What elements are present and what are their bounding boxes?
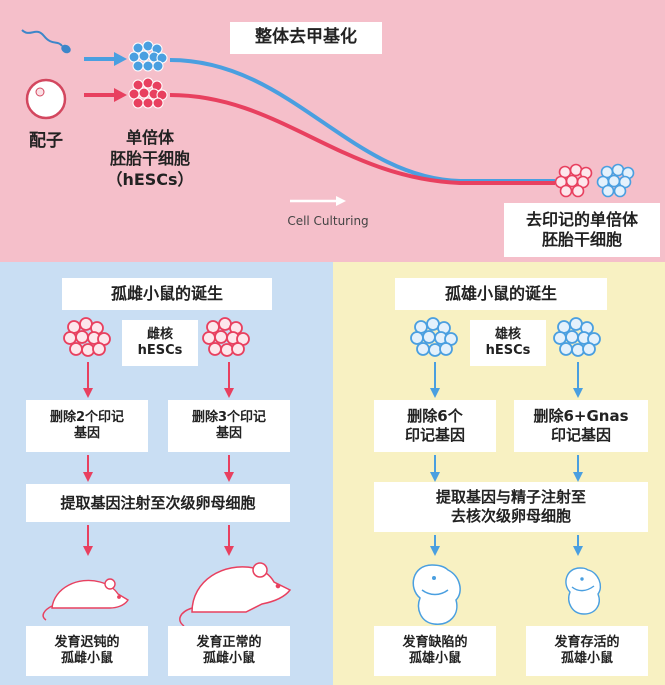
inject-oocyte-box: 提取基因注射至次级卵母细胞 (26, 484, 290, 522)
inject-enucleated-line2: 去核次级卵母细胞 (450, 507, 571, 525)
egg-icon (25, 78, 67, 120)
inject-enucleated-oocyte-box: 提取基因与精子注射至 去核次级卵母细胞 (374, 482, 648, 532)
surviving-male-line2: 孤雄小鼠 (560, 651, 613, 666)
left-arrows (83, 362, 234, 556)
haploid-esc-line2: 胚胎干细胞 (109, 148, 190, 168)
cell-culturing-label: Cell Culturing (287, 214, 369, 228)
surviving-male-line1: 发育存活的 (554, 634, 620, 650)
haploid-esc-line1: 单倍体 (125, 128, 174, 147)
embryo-icon-large (412, 564, 461, 625)
blue-cell-cluster-right-b (553, 317, 601, 357)
culturing-arrow (290, 196, 346, 206)
male-hesc-box: 雄核 hESCs (470, 320, 546, 366)
red-cell-cluster-top (128, 77, 168, 109)
blue-cell-cluster-top (128, 40, 168, 72)
inject-enucleated-line1: 提取基因与精子注射至 (435, 488, 586, 507)
blue-cell-cluster-result (596, 163, 635, 198)
female-hesc-line1: 雌核 (146, 326, 173, 342)
surviving-male-box: 发育存活的 孤雄小鼠 (526, 626, 648, 676)
mouse-icon-large (179, 562, 292, 627)
gamete-label: 配子 (29, 131, 63, 151)
normal-female-line1: 发育正常的 (196, 634, 262, 650)
retarded-female-box: 发育迟钝的 孤雌小鼠 (26, 626, 148, 676)
female-hesc-line2: hESCs (137, 343, 183, 358)
demethylation-title: 整体去甲基化 (230, 22, 382, 54)
mouse-icon-small (42, 578, 129, 621)
embryo-icon-small (565, 567, 602, 615)
delete-2-line2: 基因 (73, 426, 100, 441)
retarded-female-line1: 发育迟钝的 (54, 634, 120, 650)
normal-female-box: 发育正常的 孤雌小鼠 (168, 626, 290, 676)
delete-3-line2: 基因 (215, 426, 242, 441)
red-cell-cluster-left-b (202, 317, 250, 357)
delete-6-gnas-line1: 删除6+Gnas (533, 407, 629, 426)
delete-6-gnas-box: 删除6+Gnas 印记基因 (514, 400, 648, 452)
defective-male-box: 发育缺陷的 孤雄小鼠 (374, 626, 496, 676)
blue-cell-cluster-right-a (410, 317, 458, 357)
androgenetic-title: 孤雄小鼠的诞生 (395, 278, 607, 310)
delete-3-line1: 删除3个印记 (191, 409, 267, 425)
haploid-esc-label: 单倍体 胚胎干细胞 （hESCs） (90, 128, 210, 190)
female-hesc-box: 雌核 hESCs (122, 320, 198, 366)
imprint-free-line1: 去印记的单倍体 (525, 210, 638, 229)
delete-2-genes-box: 删除2个印记 基因 (26, 400, 148, 452)
delete-6-genes-box: 删除6个 印记基因 (374, 400, 496, 452)
sperm-icon (21, 29, 71, 54)
right-arrows (430, 362, 583, 556)
defective-male-line1: 发育缺陷的 (402, 634, 468, 650)
delete-6-line1: 删除6个 (407, 407, 463, 426)
delete-2-line1: 删除2个印记 (49, 409, 125, 425)
red-cell-cluster-result (554, 163, 593, 198)
imprint-free-esc-box: 去印记的单倍体 胚胎干细胞 (504, 203, 660, 257)
male-hesc-line1: 雄核 (494, 326, 521, 342)
red-cell-cluster-left-a (63, 317, 111, 357)
retarded-female-line2: 孤雌小鼠 (60, 651, 113, 666)
blue-methylation-curve (169, 58, 555, 183)
delete-6-line2: 印记基因 (404, 426, 465, 444)
normal-female-line2: 孤雌小鼠 (202, 651, 255, 666)
delete-6-gnas-line2: 印记基因 (550, 426, 611, 444)
red-methylation-curve (169, 93, 555, 185)
parthenogenetic-title: 孤雌小鼠的诞生 (62, 278, 272, 310)
defective-male-line2: 孤雄小鼠 (408, 651, 461, 666)
haploid-esc-line3: （hESCs） (106, 169, 194, 189)
imprint-free-line2: 胚胎干细胞 (541, 230, 622, 249)
male-hesc-line2: hESCs (485, 343, 531, 358)
delete-3-genes-box: 删除3个印记 基因 (168, 400, 290, 452)
top-arrows (84, 52, 127, 102)
